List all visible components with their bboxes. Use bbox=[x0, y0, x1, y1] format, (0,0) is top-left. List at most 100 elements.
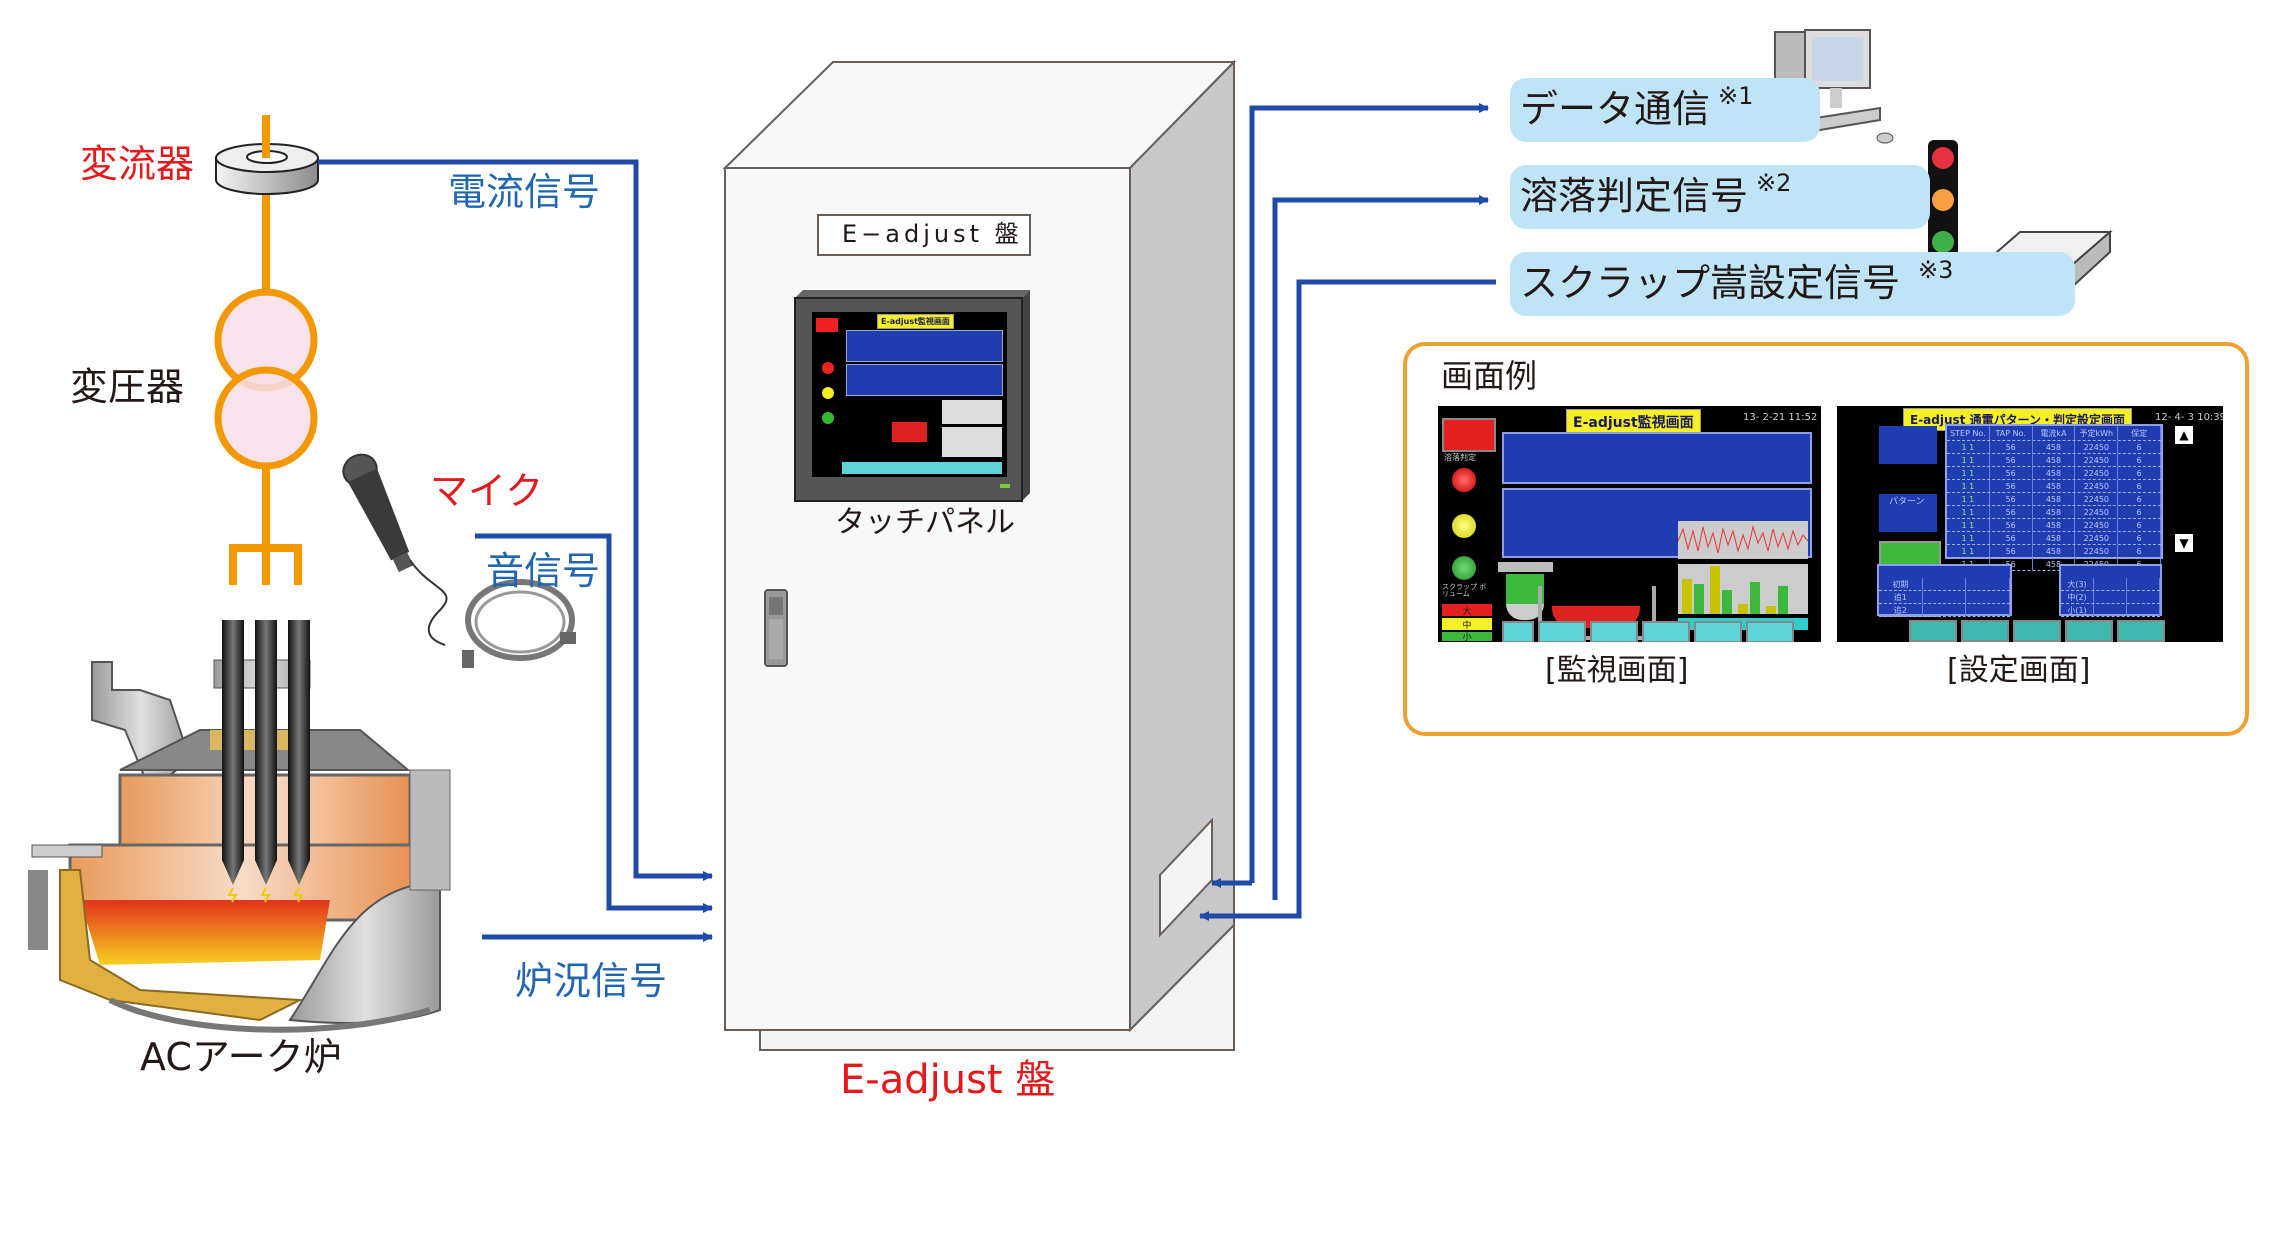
step-table-cell: 6 bbox=[2118, 454, 2161, 466]
microphone-label: マイク bbox=[430, 469, 544, 513]
step-table-cell: 6 bbox=[2118, 493, 2161, 505]
step-table-cell: 458 bbox=[2033, 441, 2076, 453]
step-table-cell: 22450 bbox=[2075, 454, 2119, 466]
settings-tab[interactable] bbox=[2013, 620, 2061, 642]
step-table-cell: 1 1 bbox=[1947, 467, 1990, 479]
output-pill-scrap-volume bbox=[1510, 252, 2075, 316]
pattern-box[interactable]: パターン bbox=[1879, 494, 1937, 532]
step-table-cell: 458 bbox=[2033, 480, 2076, 492]
monitor-tab[interactable] bbox=[1538, 621, 1586, 642]
monitor-tab[interactable] bbox=[1746, 621, 1794, 642]
step-table-cell: 1 1 bbox=[1947, 532, 1990, 544]
volume-medium-button[interactable]: 中 bbox=[1442, 618, 1492, 631]
step-table-cell: 22450 bbox=[2075, 519, 2119, 531]
yellow-lamp bbox=[1452, 514, 1476, 538]
step-table-cell: 56 bbox=[1990, 545, 2033, 557]
settings-tab[interactable] bbox=[1909, 620, 1957, 642]
touch-panel-screen[interactable]: E-adjust監視画面 bbox=[812, 312, 1007, 477]
step-table-cell: 56 bbox=[1990, 506, 2033, 518]
bar-chart bbox=[1678, 564, 1808, 614]
electrodes bbox=[213, 620, 311, 903]
screen-example-heading: 画面例 bbox=[1441, 357, 1538, 395]
output-pill-data-comm bbox=[1510, 78, 1820, 142]
settings-tab[interactable] bbox=[1961, 620, 2009, 642]
furnace-label: ACアーク炉 bbox=[140, 1035, 342, 1079]
step-table-cell: 6 bbox=[2118, 519, 2161, 531]
monitor-screen-title: E-adjust監視画面 bbox=[1566, 409, 1701, 435]
scrap-coefficient-table: 大(3) 中(2) 小(1) bbox=[2059, 564, 2162, 617]
transformer-label: 変圧器 bbox=[70, 365, 185, 409]
step-table-cell: 458 bbox=[2033, 454, 2076, 466]
settings-screen-caption: [設定画面] bbox=[1947, 653, 2091, 688]
monitor-screen-caption: [監視画面] bbox=[1545, 653, 1689, 688]
settings-screen[interactable]: E-adjust 通電パターン・判定設定画面 12- 4- 3 10:39 パタ… bbox=[1837, 406, 2223, 642]
step-table-cell: 1 1 bbox=[1947, 441, 1990, 453]
monitor-screen[interactable]: E-adjust監視画面 13- 2-21 11:52 溶落判定 スクラップ ボ… bbox=[1438, 406, 1821, 642]
step-table-cell: 22450 bbox=[2075, 480, 2119, 492]
current-transformer-label: 変流器 bbox=[80, 142, 195, 186]
furnace-signal-label: 炉況信号 bbox=[515, 959, 668, 1003]
transformer-icon bbox=[214, 288, 318, 470]
scrap-signal-line bbox=[1199, 279, 1496, 921]
volume-large-button[interactable]: 大 bbox=[1442, 604, 1492, 617]
step-table-cell: 458 bbox=[2033, 467, 2076, 479]
step-table-cell: 22450 bbox=[2075, 493, 2119, 505]
sound-signal-line bbox=[475, 533, 713, 913]
settings-screen-timestamp: 12- 4- 3 10:39 bbox=[2155, 412, 2223, 423]
e-adjust-cabinet bbox=[722, 59, 1237, 1051]
step-table-cell: 6 bbox=[2118, 545, 2161, 557]
monitor-tab[interactable] bbox=[1694, 621, 1742, 642]
monitor-top-table bbox=[1502, 432, 1812, 484]
arc-furnace-icon bbox=[28, 620, 451, 1033]
stop-button[interactable] bbox=[1442, 418, 1496, 452]
scrap-volume-label: スクラップ ボリューム bbox=[1442, 583, 1487, 598]
output-label-data-comm: データ通信※1 bbox=[1520, 82, 1754, 131]
settings-tab-bar bbox=[1909, 620, 2165, 642]
scroll-down-button[interactable]: ▼ bbox=[2175, 534, 2193, 552]
step-table-cell: 22450 bbox=[2075, 506, 2119, 518]
step-table-cell: 1 1 bbox=[1947, 480, 1990, 492]
step-table-cell: 22450 bbox=[2075, 532, 2119, 544]
monitor-tab[interactable] bbox=[1642, 621, 1690, 642]
step-table-cell: 1 1 bbox=[1947, 454, 1990, 466]
step-table-cell: 56 bbox=[1990, 532, 2033, 544]
current-signal-line bbox=[318, 159, 713, 881]
step-table-cell: 56 bbox=[1990, 441, 2033, 453]
melt-signal-line bbox=[1272, 195, 1489, 900]
cable-icon bbox=[462, 579, 576, 668]
settings-tab[interactable] bbox=[2065, 620, 2113, 642]
judgement-table: 初期 追1 追2 bbox=[1877, 564, 2012, 617]
step-table-cell: 6 bbox=[2118, 532, 2161, 544]
input-signal-lines bbox=[318, 159, 713, 942]
step-table-cell: 56 bbox=[1990, 454, 2033, 466]
step-table-cell: 458 bbox=[2033, 506, 2076, 518]
monitor-tab[interactable] bbox=[1590, 621, 1638, 642]
settings-tab[interactable] bbox=[2117, 620, 2165, 642]
monitor-tab[interactable] bbox=[1502, 621, 1534, 642]
step-table-cell: 22450 bbox=[2075, 467, 2119, 479]
screen-example-box: 画面例 E-adjust監視画面 13- 2-21 11:52 溶落判定 スクラ… bbox=[1403, 342, 2249, 736]
output-label-melt-judgement: 溶落判定信号※2 bbox=[1520, 169, 1792, 218]
ladle-icon bbox=[1498, 562, 1553, 632]
signal-tower-icon bbox=[1928, 140, 1958, 262]
step-table-cell: 22450 bbox=[2075, 441, 2119, 453]
data-comm-line bbox=[1249, 103, 1489, 883]
scroll-up-button[interactable]: ▲ bbox=[2175, 426, 2193, 444]
monitor-screen-timestamp: 13- 2-21 11:52 bbox=[1743, 412, 1818, 423]
current-transformer-icon bbox=[215, 115, 319, 195]
waveform-chart bbox=[1677, 521, 1809, 559]
step-table-cell: 1 1 bbox=[1947, 545, 1990, 557]
step-table-cell: 1 1 bbox=[1947, 519, 1990, 531]
volume-small-button[interactable]: 小 bbox=[1442, 632, 1492, 642]
step-table-cell: 6 bbox=[2118, 441, 2161, 453]
